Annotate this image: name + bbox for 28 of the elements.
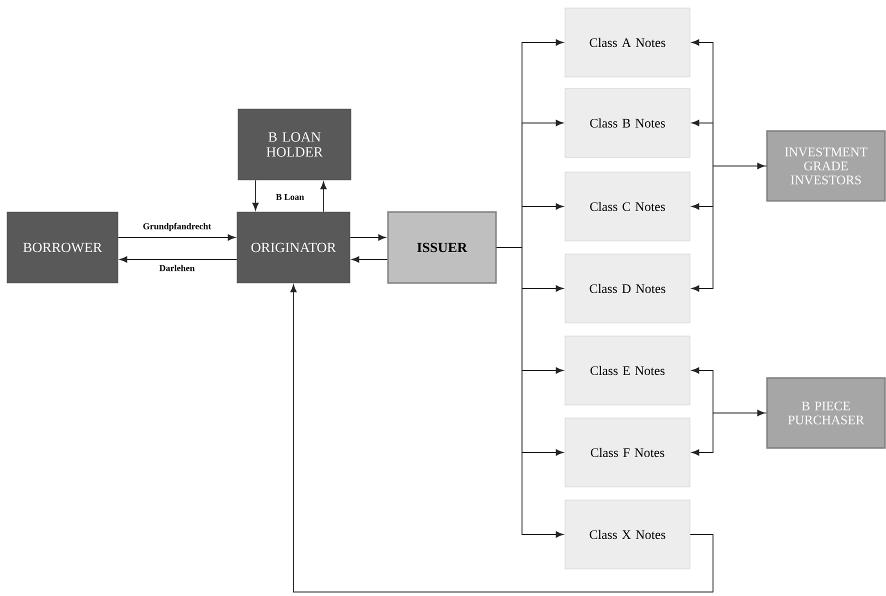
edge-label: Grundpfandrecht xyxy=(143,222,212,232)
tranche-box: Class X Notes xyxy=(564,500,690,570)
arrow xyxy=(350,234,386,241)
tranche-box: Class D Notes xyxy=(564,254,690,324)
arrow xyxy=(118,234,236,241)
arrow xyxy=(692,412,767,456)
arrow xyxy=(692,166,767,292)
edge-label: Darlehen xyxy=(159,264,195,272)
entity-box: ORIGINATOR xyxy=(236,212,350,284)
tranche-box: Class E Notes xyxy=(564,336,690,406)
issuer-box: ISSUER xyxy=(387,211,497,284)
edge-label: B Loan xyxy=(276,194,304,200)
investor-box: INVESTMENT GRADE INVESTORS xyxy=(766,130,886,202)
investor-box: B PIECE PURCHASER xyxy=(766,377,886,449)
tranche-box: Class F Notes xyxy=(564,418,690,488)
arrow xyxy=(496,247,564,538)
arrow xyxy=(352,256,388,263)
tranche-box: Class A Notes xyxy=(564,8,690,78)
arrow xyxy=(120,256,238,263)
entity-box: B LOAN HOLDER xyxy=(238,108,352,180)
arrow xyxy=(320,182,327,212)
arrow xyxy=(252,180,259,210)
tranche-box: Class B Notes xyxy=(564,88,690,158)
arrow xyxy=(692,39,765,170)
arrow xyxy=(290,284,714,592)
tranche-box: Class C Notes xyxy=(564,172,690,242)
arrow xyxy=(692,367,765,416)
entity-box: BORROWER xyxy=(6,212,118,284)
